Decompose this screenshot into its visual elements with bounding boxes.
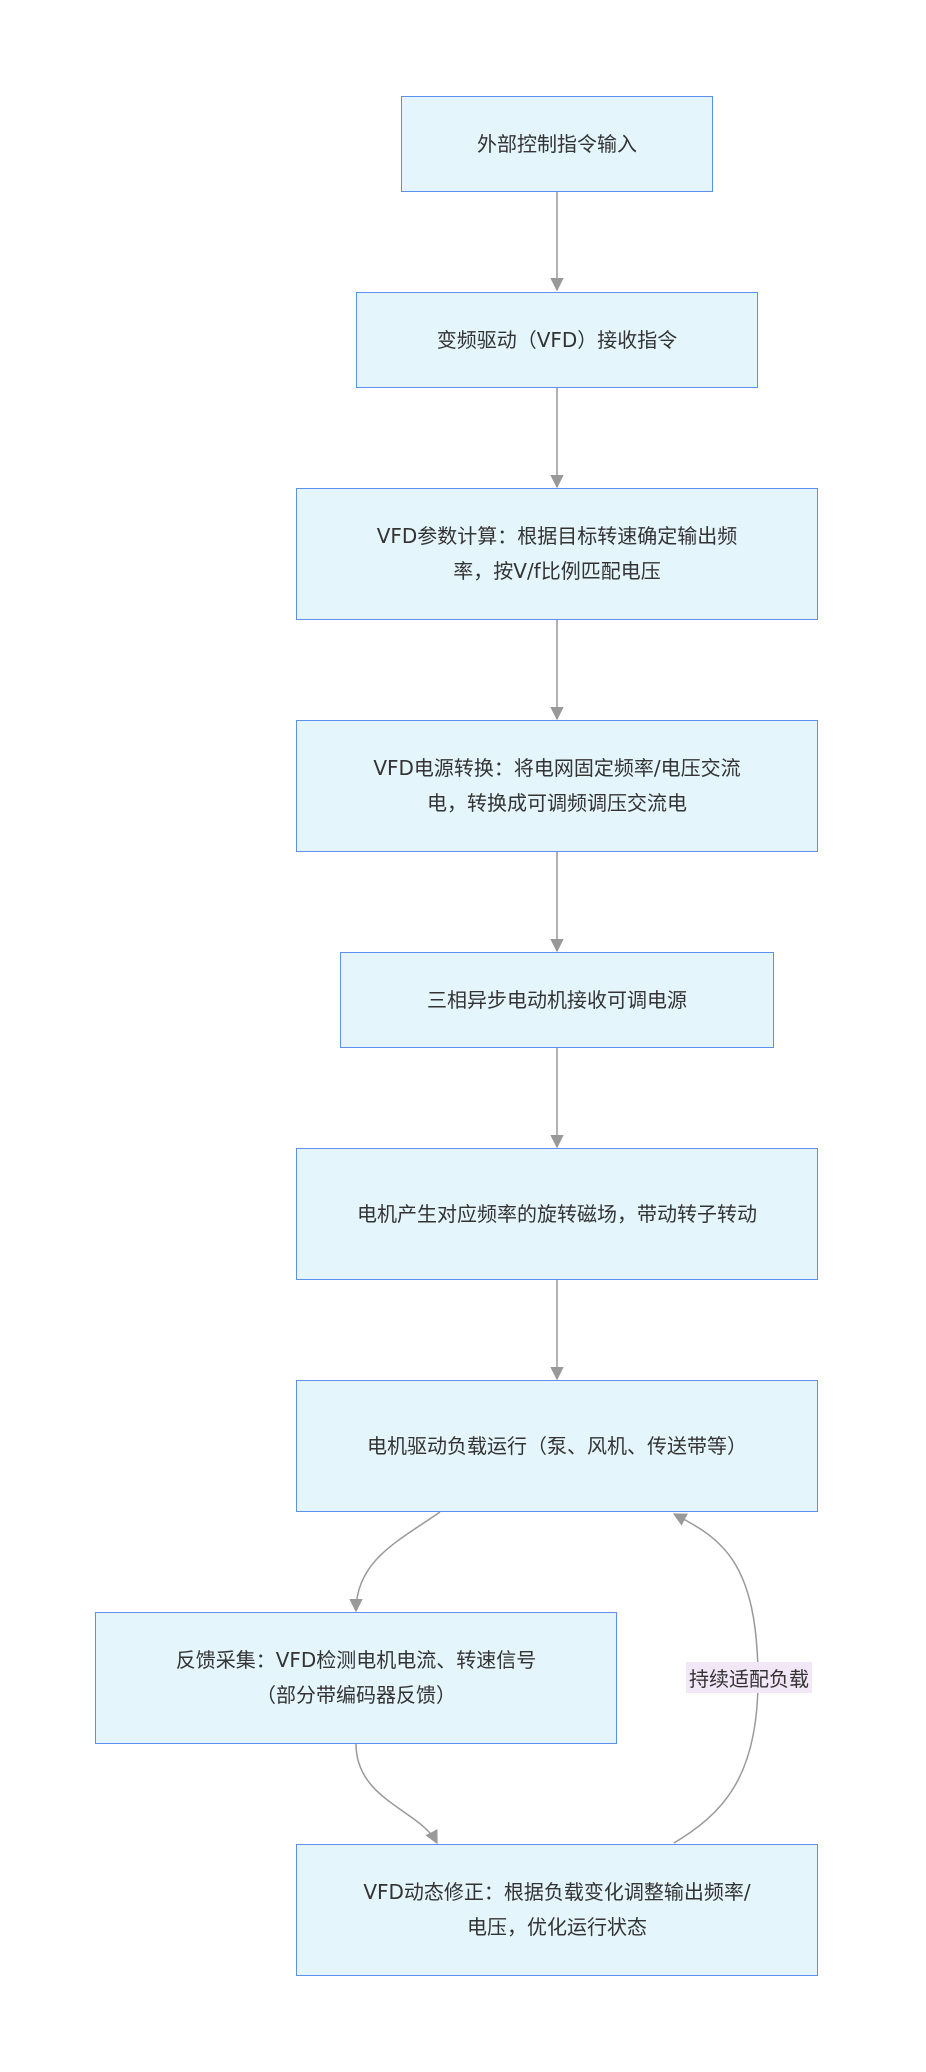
node-feedback-label: 反馈采集：VFD检测电机电流、转速信号（部分带编码器反馈） — [175, 1648, 537, 1707]
node-vfd-convert: VFD电源转换：将电网固定频率/电压交流电，转换成可调频调压交流电 — [296, 720, 818, 852]
node-control-input-label: 外部控制指令输入 — [477, 131, 637, 156]
node-rotating-field: 电机产生对应频率的旋转磁场，带动转子转动 — [296, 1148, 818, 1280]
node-control-input: 外部控制指令输入 — [401, 96, 713, 192]
node-dynamic-correction-label: VFD动态修正：根据负载变化调整输出频率/电压，优化运行状态 — [363, 1880, 751, 1939]
node-drive-load: 电机驱动负载运行（泵、风机、传送带等） — [296, 1380, 818, 1512]
node-rotating-field-label: 电机产生对应频率的旋转磁场，带动转子转动 — [357, 1201, 757, 1226]
node-motor-receive: 三相异步电动机接收可调电源 — [340, 952, 774, 1048]
node-vfd-calc: VFD参数计算：根据目标转速确定输出频率，按V/f比例匹配电压 — [296, 488, 818, 620]
node-dynamic-correction: VFD动态修正：根据负载变化调整输出频率/电压，优化运行状态 — [296, 1844, 818, 1976]
node-vfd-receive-label: 变频驱动（VFD）接收指令 — [436, 327, 678, 352]
edge-label-continuous-adapt: 持续适配负载 — [686, 1662, 812, 1693]
edge-n8-n9 — [355, 1743, 438, 1845]
node-vfd-receive: 变频驱动（VFD）接收指令 — [356, 292, 758, 388]
node-motor-receive-label: 三相异步电动机接收可调电源 — [427, 987, 687, 1012]
node-drive-load-label: 电机驱动负载运行（泵、风机、传送带等） — [367, 1433, 747, 1458]
node-feedback: 反馈采集：VFD检测电机电流、转速信号（部分带编码器反馈） — [95, 1612, 617, 1744]
edge-n7-n8 — [349, 1511, 441, 1613]
node-vfd-convert-label: VFD电源转换：将电网固定频率/电压交流电，转换成可调频调压交流电 — [373, 756, 741, 815]
node-vfd-calc-label: VFD参数计算：根据目标转速确定输出频率，按V/f比例匹配电压 — [376, 524, 738, 583]
